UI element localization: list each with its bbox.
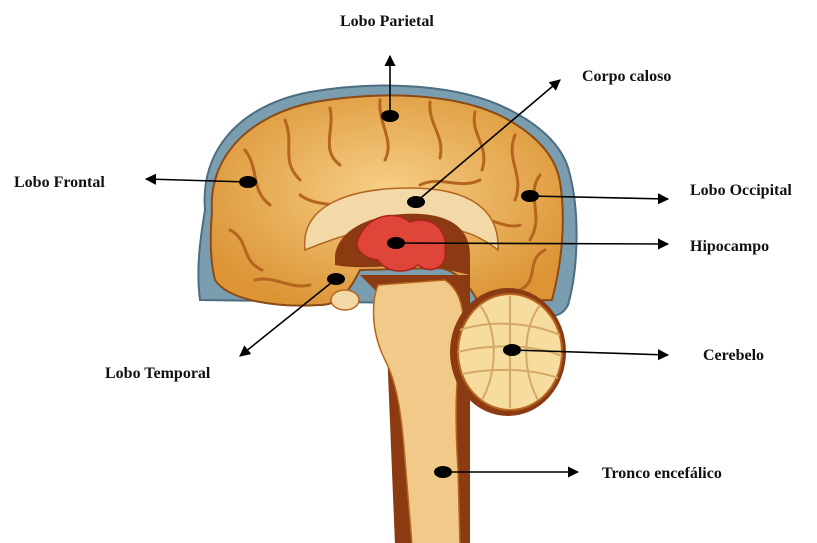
label-hippocampus: Hipocampo [690, 238, 769, 255]
brainstem [374, 280, 464, 543]
marker-dot-occipital [521, 190, 539, 202]
temporal-pole [331, 290, 359, 310]
label-parietal: Lobo Parietal [340, 13, 434, 30]
marker-dot-cerebellum [503, 344, 521, 356]
marker-dot-hippocampus [387, 237, 405, 249]
label-corpus-callosum: Corpo caloso [582, 68, 671, 85]
label-frontal: Lobo Frontal [14, 174, 105, 191]
marker-dot-temporal [327, 273, 345, 285]
marker-dot-brainstem [434, 466, 452, 478]
label-occipital: Lobo Occipital [690, 182, 792, 199]
label-cerebellum: Cerebelo [703, 347, 764, 364]
marker-dot-frontal [239, 176, 257, 188]
marker-dot-parietal [381, 110, 399, 122]
label-brainstem: Tronco encefálico [602, 465, 722, 482]
label-temporal: Lobo Temporal [105, 365, 211, 382]
brain-illustration [198, 86, 576, 543]
marker-dot-corpus-callosum [407, 196, 425, 208]
pointer-line-hippocampus [396, 243, 668, 244]
